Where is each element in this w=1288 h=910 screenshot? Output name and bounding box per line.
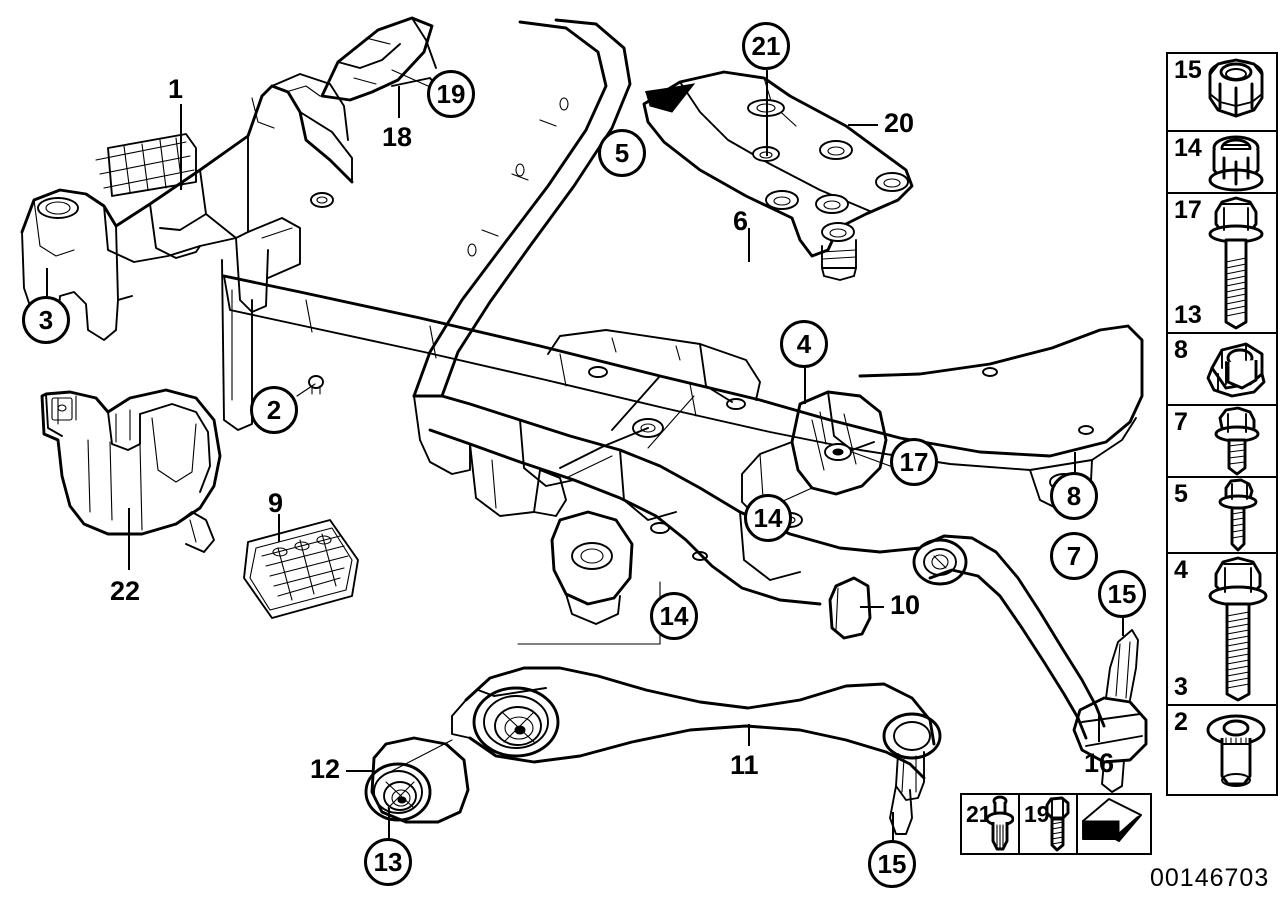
push-in-rivet-icon (986, 795, 1014, 851)
hex-flange-bolt-short-icon (1198, 406, 1272, 476)
legend-cell-19: 19 (1020, 795, 1078, 853)
legend-number-2: 2 (1174, 708, 1188, 736)
callout-19: 19 (427, 70, 475, 118)
legend-number-7: 7 (1174, 408, 1188, 436)
callout-12: 12 (310, 754, 341, 784)
leader-9 (278, 514, 280, 542)
leader-6 (748, 228, 750, 262)
leader-15-lower (892, 812, 894, 840)
legend-row-15: 15 (1168, 54, 1276, 132)
legend-number-3: 3 (1174, 673, 1188, 701)
callout-17: 17 (890, 438, 938, 486)
part-reinforcement-plate-20 (642, 70, 914, 281)
fastener-legend-bottom: 21 19 (960, 793, 1152, 855)
leader-21 (766, 70, 768, 156)
fastener-legend-column: 15 14 (1166, 52, 1278, 796)
flange-lock-nut-icon (1198, 54, 1272, 130)
legend-number-17: 17 (1174, 196, 1202, 224)
callout-3: 3 (22, 296, 70, 344)
legend-row-14: 14 (1168, 132, 1276, 194)
callout-2: 2 (250, 386, 298, 434)
part-control-arm-11 (451, 666, 942, 835)
leader-16 (1098, 714, 1100, 742)
part-front-axle-carrier-left (20, 73, 354, 431)
callout-4: 4 (780, 320, 828, 368)
callout-11: 11 (730, 750, 759, 780)
part-stop-buffer-10 (828, 576, 872, 640)
legend-number-14: 14 (1174, 134, 1202, 162)
part-front-axle-support-main (222, 18, 1144, 625)
legend-cell-direction (1078, 795, 1150, 853)
legend-row-17-13: 17 13 (1168, 194, 1276, 334)
leader-12 (346, 770, 372, 772)
part-bushing-12-13 (364, 736, 470, 824)
callout-10: 10 (890, 590, 921, 620)
legend-row-8: 8 (1168, 334, 1276, 406)
part-tension-strut-16 (912, 534, 1148, 793)
callout-20: 20 (884, 108, 915, 138)
callout-6: 6 (733, 206, 749, 236)
callout-18: 18 (382, 122, 413, 152)
leader-15-upper (1122, 618, 1124, 636)
part-vent-grille-9 (243, 519, 359, 619)
callout-13: 13 (364, 838, 412, 886)
leader-8 (1074, 452, 1076, 472)
callout-21: 21 (742, 22, 790, 70)
legend-number-21: 21 (966, 801, 992, 827)
callout-22: 22 (110, 576, 141, 606)
legend-number-15: 15 (1174, 56, 1202, 84)
callout-7: 7 (1050, 532, 1098, 580)
legend-row-7: 7 (1168, 406, 1276, 478)
legend-number-8: 8 (1174, 336, 1188, 364)
diagram-id-number: 00146703 (1150, 864, 1270, 892)
legend-number-5: 5 (1174, 480, 1188, 508)
legend-row-2: 2 (1168, 706, 1276, 794)
rivet-plug-icon (1198, 706, 1272, 794)
hex-bolt-icon (1045, 796, 1070, 852)
hex-flange-bolt-medium-icon (1198, 478, 1272, 552)
direction-arrow-icon (1082, 798, 1142, 843)
callout-9: 9 (268, 488, 284, 518)
legend-cell-21: 21 (962, 795, 1020, 853)
leader-22 (128, 508, 130, 570)
legend-number-13: 13 (1174, 301, 1202, 329)
callout-1: 1 (168, 74, 184, 104)
legend-row-5: 5 (1168, 478, 1276, 554)
callout-8: 8 (1050, 472, 1098, 520)
long-hex-flange-bolt-icon (1198, 194, 1272, 332)
leader-11 (748, 724, 750, 746)
legend-row-4-3: 4 3 (1168, 554, 1276, 706)
callout-14-upper: 14 (744, 494, 792, 542)
spring-clip-nut-icon (1198, 334, 1272, 404)
callout-5: 5 (598, 129, 646, 177)
leader-18 (398, 86, 400, 118)
leader-4 (804, 368, 806, 404)
flange-lock-nut-icon (1198, 132, 1272, 192)
callout-14-lower: 14 (650, 592, 698, 640)
long-hex-flange-bolt-icon (1198, 554, 1272, 704)
part-rivet-2 (308, 375, 324, 395)
legend-number-19: 19 (1024, 801, 1050, 827)
leader-3 (46, 268, 48, 296)
callout-16: 16 (1084, 748, 1115, 778)
part-engine-compartment-shield-22 (40, 388, 222, 553)
leader-20 (848, 124, 878, 126)
exploded-assembly-artwork (20, 16, 1148, 835)
callout-15-upper: 15 (1098, 570, 1146, 618)
leader-1 (180, 104, 182, 190)
legend-number-4: 4 (1174, 556, 1188, 584)
leader-10 (860, 606, 884, 608)
leader-13 (388, 808, 390, 838)
part-upper-shield-18-19 (320, 16, 445, 102)
callout-15-lower: 15 (868, 840, 916, 888)
